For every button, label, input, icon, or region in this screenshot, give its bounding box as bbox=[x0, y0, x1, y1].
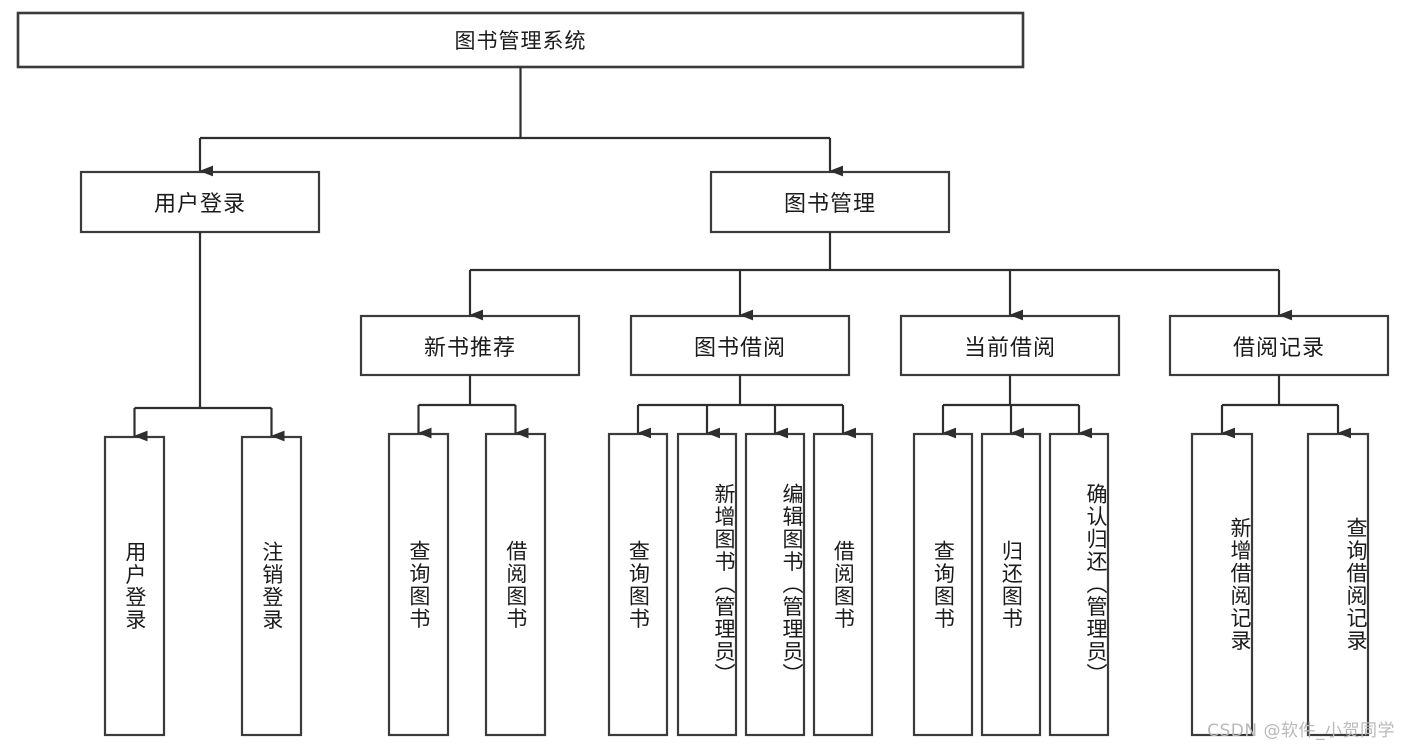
leaf-box-4-1[interactable] bbox=[912, 432, 974, 737]
leaf-box-1-1[interactable] bbox=[103, 435, 166, 737]
level3-box-2[interactable] bbox=[629, 314, 851, 377]
leaf-box-2-2[interactable] bbox=[484, 432, 547, 737]
level2-box-2[interactable] bbox=[709, 170, 951, 234]
level2-box-1[interactable] bbox=[79, 170, 321, 234]
leaf-box-4-2[interactable] bbox=[980, 432, 1042, 737]
leaf-box-3-2[interactable] bbox=[676, 432, 738, 737]
root-node-box[interactable] bbox=[16, 11, 1025, 69]
level3-box-1[interactable] bbox=[359, 314, 581, 377]
connectors-layer bbox=[133, 67, 1352, 442]
leaf-box-5-1[interactable] bbox=[1190, 432, 1254, 737]
leaf-box-3-1[interactable] bbox=[607, 432, 669, 737]
level3-box-3[interactable] bbox=[899, 314, 1121, 377]
leaf-box-1-2[interactable] bbox=[240, 435, 303, 737]
node-boxes-layer bbox=[16, 11, 1390, 737]
leaf-box-4-3[interactable] bbox=[1048, 432, 1110, 737]
leaf-box-2-1[interactable] bbox=[387, 432, 450, 737]
level3-box-4[interactable] bbox=[1168, 314, 1390, 377]
leaf-box-5-2[interactable] bbox=[1306, 432, 1370, 737]
leaf-box-3-3[interactable] bbox=[744, 432, 806, 737]
leaf-box-3-4[interactable] bbox=[812, 432, 874, 737]
